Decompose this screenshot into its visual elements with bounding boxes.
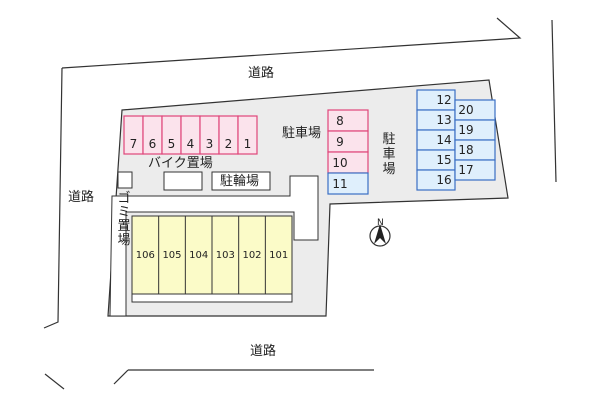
parking-space-number: 14 xyxy=(436,133,452,147)
parking-space-number: 18 xyxy=(458,143,474,157)
road-edge-top xyxy=(61,17,522,69)
parking-space-number: 11 xyxy=(332,176,348,191)
parking-space-number: 16 xyxy=(436,173,452,187)
bicycle-parking-label: 駐輪場 xyxy=(220,174,260,189)
road-edge-bottom xyxy=(113,369,129,385)
road-label-top: 道路 xyxy=(248,66,275,81)
road-edge-right xyxy=(551,19,557,183)
unit-number: 106 xyxy=(135,249,155,261)
building-balcony xyxy=(131,293,293,303)
bike-parking-box xyxy=(163,171,203,191)
unit-number: 102 xyxy=(242,249,262,261)
unit-number: 104 xyxy=(189,249,209,261)
parking-space-number: 7 xyxy=(129,137,138,151)
parking-space-number: 13 xyxy=(436,113,452,127)
parking-space-number: 17 xyxy=(458,163,474,177)
compass-label: N xyxy=(377,218,384,228)
parking-space-number: 6 xyxy=(148,137,157,151)
parking-space-number: 2 xyxy=(224,137,233,151)
parking-space-number: 19 xyxy=(458,123,474,137)
parking-space xyxy=(454,159,496,181)
parking-space-number: 9 xyxy=(336,134,344,149)
parking-label-right: 駐車場 xyxy=(382,132,396,177)
road-label-left: 道路 xyxy=(68,190,95,205)
parking-space-number: 15 xyxy=(436,153,452,167)
road-edge-bottom-left xyxy=(44,373,65,390)
bike-parking-label: バイク置場 xyxy=(148,156,213,171)
unit-number: 105 xyxy=(162,249,182,261)
parking-space-number: 8 xyxy=(336,113,344,128)
road-label-bottom: 道路 xyxy=(250,344,277,359)
unit-number: 103 xyxy=(215,249,235,261)
north-arrow-icon xyxy=(369,224,391,247)
parking-space-number: 5 xyxy=(167,137,176,151)
garbage-box xyxy=(117,171,133,189)
parking-space-number: 3 xyxy=(205,137,214,151)
parking-space-number: 12 xyxy=(436,93,452,107)
parking-space-number: 10 xyxy=(332,155,348,170)
road-edge-left xyxy=(43,67,63,329)
parking-space xyxy=(237,115,258,155)
inner-path xyxy=(109,175,319,317)
parking-space-number: 4 xyxy=(186,137,195,151)
parking-space-number: 20 xyxy=(458,103,474,117)
unit-number: 101 xyxy=(269,249,289,261)
bicycle-parking-box xyxy=(211,171,271,191)
parking-space xyxy=(327,172,369,195)
garbage-label: ゴミ置場 xyxy=(117,191,131,248)
parking-label-center: 駐車場 xyxy=(282,126,322,141)
parking-space-number: 1 xyxy=(243,137,252,151)
